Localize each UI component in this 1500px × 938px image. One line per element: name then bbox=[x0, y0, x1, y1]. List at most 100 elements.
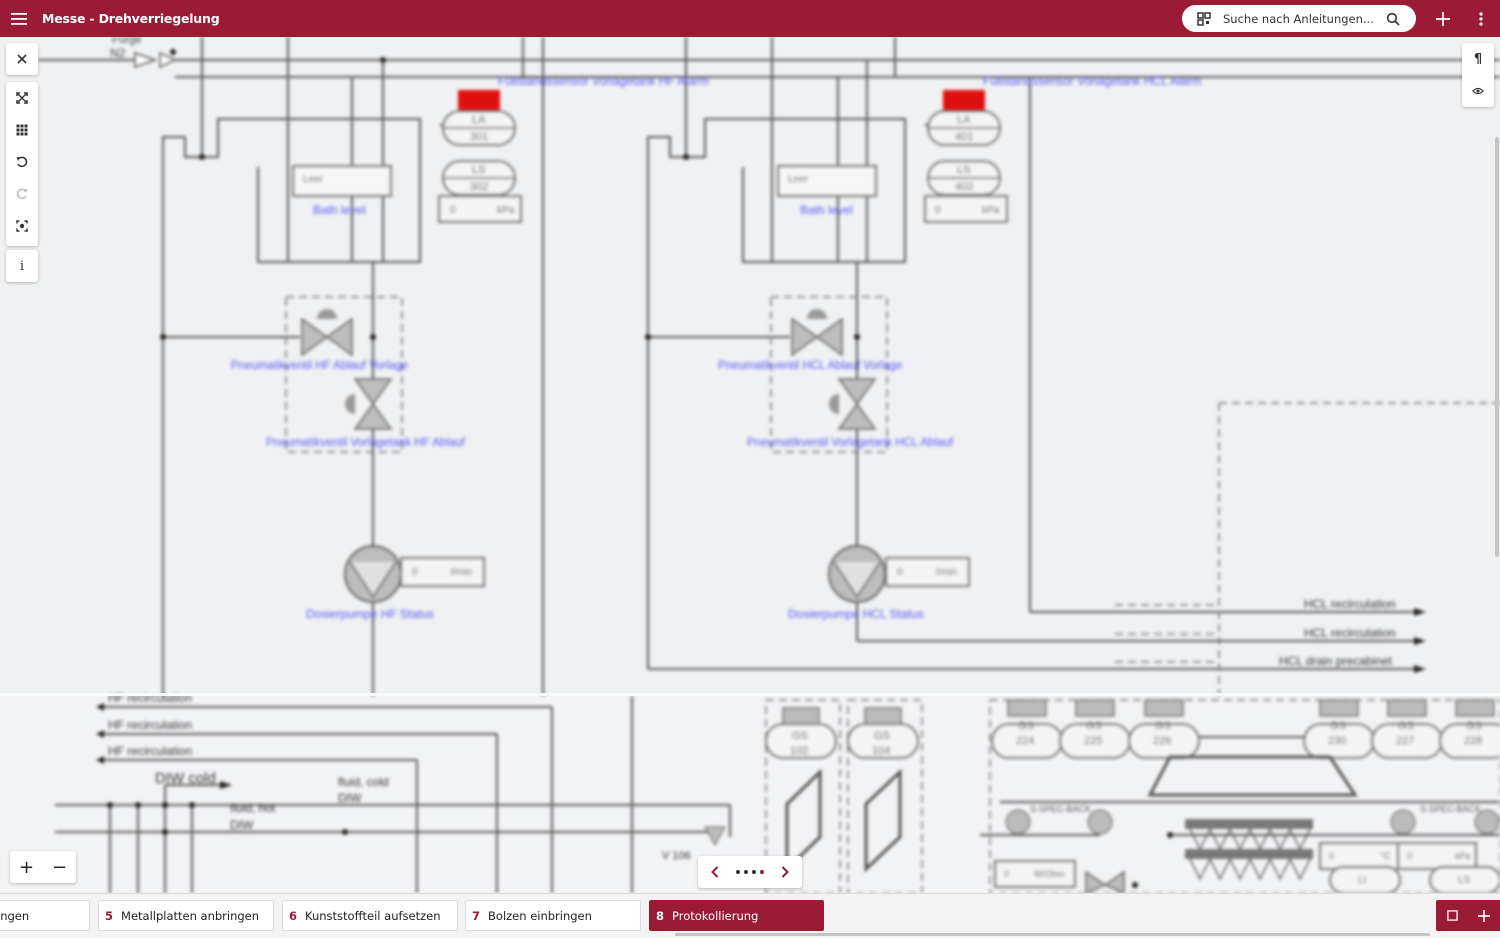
more-vertical-icon bbox=[1479, 12, 1483, 26]
temp-unit: °C bbox=[1380, 851, 1391, 861]
more-options-button[interactable] bbox=[1472, 8, 1490, 30]
step-label: Protokollierung bbox=[672, 908, 759, 923]
expand-button[interactable] bbox=[6, 82, 38, 114]
la401-label: LA bbox=[957, 114, 971, 126]
gs-228-label: GS bbox=[1466, 720, 1482, 732]
fluid-cold-label: fluid, cold bbox=[338, 775, 389, 789]
hcl-pump-label: Dosierpumpe HCL Status bbox=[788, 607, 924, 621]
menu-button[interactable] bbox=[1, 0, 37, 37]
qr-code-icon[interactable] bbox=[1197, 11, 1211, 26]
chevron-right-icon bbox=[781, 866, 789, 878]
step-5[interactable]: 5 Metallplatten anbringen bbox=[98, 900, 274, 931]
step-number: 6 bbox=[289, 908, 298, 923]
hf-valve-2-label: Pneumatikventil Vorlagetank HF Ablauf bbox=[266, 437, 466, 449]
plus-icon bbox=[1436, 12, 1450, 26]
alarm-hcl-label: Füllstandssensor Vorlagetank HCL Alarm bbox=[983, 74, 1201, 88]
n2-label: N2 bbox=[110, 46, 126, 60]
info-icon: i bbox=[19, 258, 25, 274]
page-dot[interactable] bbox=[752, 870, 756, 874]
kpa2-value: 0 bbox=[1407, 851, 1412, 861]
redo-button[interactable] bbox=[6, 178, 38, 210]
paragraph-button[interactable]: ¶ bbox=[1462, 43, 1494, 75]
page-dot[interactable] bbox=[736, 870, 740, 874]
li-label: LI bbox=[1358, 875, 1366, 886]
undo-icon bbox=[16, 156, 28, 168]
focus-button[interactable] bbox=[6, 210, 38, 242]
close-panel bbox=[6, 43, 38, 75]
gs-227-label: GS bbox=[1398, 720, 1414, 732]
page-navigator bbox=[698, 856, 802, 888]
redo-icon bbox=[16, 188, 28, 200]
diw-cold-label: DIW cold bbox=[155, 770, 216, 787]
gs-225-number: 225 bbox=[1084, 735, 1102, 747]
page-dot[interactable] bbox=[744, 870, 748, 874]
gs-226-number: 226 bbox=[1153, 735, 1171, 747]
hf-recirc-1: HF recirculation bbox=[108, 718, 192, 732]
previous-page-button[interactable] bbox=[708, 865, 722, 879]
v106-label: V 106 bbox=[662, 850, 691, 862]
step-number: 7 bbox=[472, 908, 481, 923]
step-4[interactable]: ingen bbox=[0, 900, 90, 931]
app-header: Messe - Drehverriegelung Suche nach Anle… bbox=[0, 0, 1500, 37]
gs-102-label: GS bbox=[792, 730, 808, 742]
spec-back-label-1: S-SPEC-BACK bbox=[1030, 804, 1091, 814]
zoom-in-button[interactable]: + bbox=[18, 856, 35, 878]
visibility-button[interactable] bbox=[1462, 75, 1494, 107]
close-button[interactable] bbox=[6, 43, 38, 75]
horizontal-scrollbar[interactable] bbox=[675, 933, 1430, 936]
search-icon[interactable] bbox=[1386, 12, 1400, 26]
hcl-valve-2-label: Pneumatikventil Vorlagetank HCL Ablauf bbox=[747, 437, 954, 449]
step-label: ingen bbox=[0, 908, 30, 923]
alarm-hf-label: Füllstandssensor Vorlagetank HF Alarm bbox=[498, 74, 709, 88]
gs-230-label: GS bbox=[1330, 720, 1346, 732]
hcl-pump-value: 0 bbox=[897, 567, 903, 578]
pilcrow-icon: ¶ bbox=[1473, 51, 1483, 67]
vertical-scrollbar[interactable] bbox=[1495, 137, 1499, 557]
grid-button[interactable] bbox=[6, 114, 38, 146]
page-dot-active[interactable] bbox=[760, 870, 764, 874]
step-8[interactable]: 8 Protokollierung bbox=[649, 900, 824, 931]
info-panel: i bbox=[6, 250, 38, 282]
undo-button[interactable] bbox=[6, 146, 38, 178]
close-icon bbox=[17, 54, 27, 64]
step-6[interactable]: 6 Kunststoffteil aufsetzen bbox=[282, 900, 458, 931]
next-page-button[interactable] bbox=[778, 865, 792, 879]
add-step-button[interactable] bbox=[1468, 900, 1500, 931]
hcl-kpa-unit: kPa bbox=[982, 205, 1000, 216]
section-divider bbox=[0, 693, 1500, 696]
la401-number: 401 bbox=[955, 131, 973, 143]
search-input[interactable]: Suche nach Anleitungen... bbox=[1223, 11, 1374, 26]
diw-label-2: DIW bbox=[230, 818, 254, 832]
add-button[interactable] bbox=[1432, 8, 1454, 30]
hf-kpa-unit: kPa bbox=[497, 205, 515, 216]
w-ohm-unit: W/Ohm bbox=[1034, 869, 1065, 879]
fluid-hot-label: fluid, hot bbox=[230, 801, 276, 815]
info-button[interactable]: i bbox=[6, 250, 38, 282]
w-ohm-value: 0 bbox=[1004, 869, 1009, 879]
zoom-out-button[interactable]: − bbox=[51, 856, 68, 878]
focus-icon bbox=[16, 220, 28, 232]
hcl-drain: HCL drain precabinet bbox=[1279, 654, 1393, 668]
hcl-recirc-2: HCL recirculation bbox=[1304, 626, 1396, 640]
gs-228-number: 228 bbox=[1464, 735, 1482, 747]
hcl-valve-1-label: Pneumatikventil HCL Ablauf Vorlage bbox=[718, 360, 902, 372]
gs-104-number: 104 bbox=[872, 745, 890, 757]
ls302-number: 302 bbox=[470, 181, 488, 193]
zoom-controls: + − bbox=[10, 851, 76, 883]
diagram-canvas[interactable]: Purge N2 Füllstandssensor Vorlagetank HF… bbox=[0, 37, 1500, 893]
temp-value: 0 bbox=[1329, 851, 1334, 861]
step-7[interactable]: 7 Bolzen einbringen bbox=[465, 900, 641, 931]
la301-label: LA bbox=[472, 114, 486, 126]
page-title: Messe - Drehverriegelung bbox=[42, 11, 220, 26]
ls402-number: 402 bbox=[955, 181, 973, 193]
step-actions bbox=[1436, 900, 1500, 931]
hcl-bath-level: Bath level bbox=[800, 203, 853, 217]
step-label: Bolzen einbringen bbox=[488, 908, 592, 923]
fullscreen-button[interactable] bbox=[1436, 900, 1468, 931]
steps-bar: ingen 5 Metallplatten anbringen 6 Kunsts… bbox=[0, 893, 1500, 938]
search-bar[interactable]: Suche nach Anleitungen... bbox=[1182, 5, 1416, 32]
page-dots bbox=[736, 870, 764, 874]
grid-icon bbox=[16, 124, 28, 136]
gs-230-number: 230 bbox=[1328, 735, 1346, 747]
hf-kpa-value: 0 bbox=[450, 205, 456, 216]
